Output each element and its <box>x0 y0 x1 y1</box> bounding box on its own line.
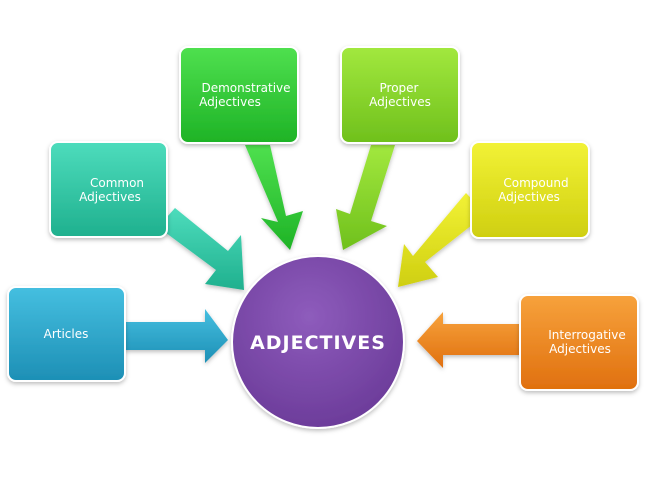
node-demonstrative-label-line1: Demonstrative <box>201 81 290 95</box>
arrow-common <box>158 208 244 290</box>
arrow-articles <box>124 309 228 363</box>
node-proper-label-line1: Proper <box>380 81 419 95</box>
arrow-proper <box>336 145 395 250</box>
node-interrogative: Interrogative Adjectives <box>519 294 639 391</box>
node-interrogative-label-line2: Adjectives <box>549 342 611 356</box>
node-proper-label-line2: Adjectives <box>369 95 431 109</box>
node-common: Common Adjectives <box>49 141 168 238</box>
center-node: ADJECTIVES <box>231 255 405 429</box>
node-common-label-line2: Adjectives <box>79 190 141 204</box>
node-articles-label: Articles <box>44 327 89 341</box>
node-demonstrative-label-line2: Adjectives <box>199 95 261 109</box>
arrow-demonstrative <box>245 145 303 250</box>
node-articles: Articles <box>7 286 126 382</box>
center-label: ADJECTIVES <box>250 332 386 354</box>
node-demonstrative: Demonstrative Adjectives <box>179 46 299 144</box>
node-compound-label-line1: Compound <box>503 176 568 190</box>
arrow-interrogative <box>417 312 521 368</box>
node-compound: Compound Adjectives <box>470 141 590 239</box>
node-common-label-line1: Common <box>90 176 144 190</box>
node-proper: Proper Adjectives <box>340 46 460 144</box>
node-interrogative-label-line1: Interrogative <box>548 328 625 342</box>
arrow-compound <box>398 193 486 287</box>
node-compound-label-line2: Adjectives <box>498 190 560 204</box>
